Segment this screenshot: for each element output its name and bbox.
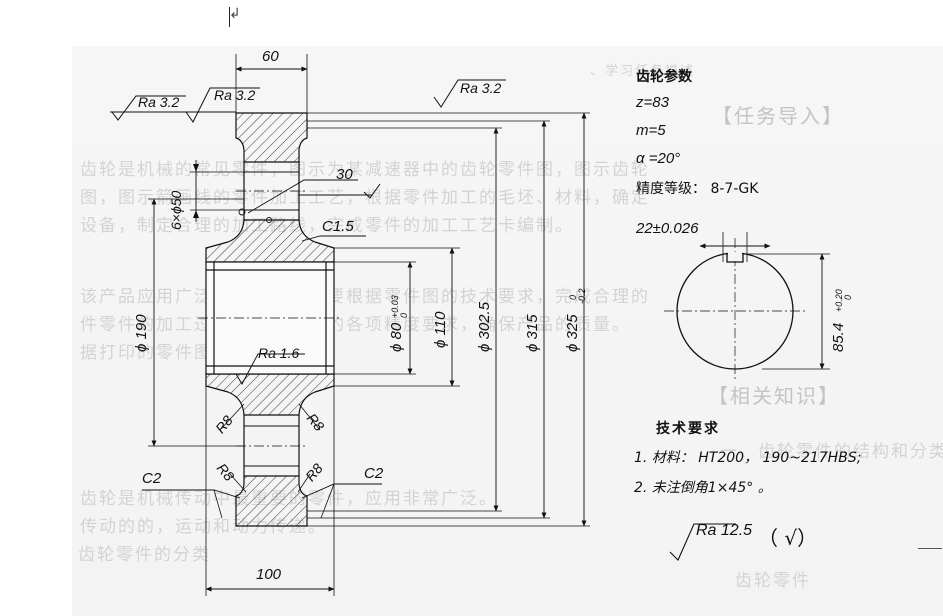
gear-param-m: m=5 (636, 122, 666, 139)
rim-bottom-section (235, 475, 308, 527)
keyway-depth-tol-lower: 0 (843, 294, 853, 300)
ra-left-2: Ra 3.2 (214, 87, 256, 103)
gear-param-alpha: α =20° (636, 150, 681, 167)
dim-bottom-width: 100 (256, 566, 282, 583)
dim-holes-6xphi50: 6×ϕ50 (168, 190, 184, 230)
dim-phi315: ϕ 315 (524, 314, 541, 352)
hub-top-section (205, 219, 335, 263)
tech-req-item-2: 2. 未注倒角1×45° 。 (634, 480, 772, 496)
keyway-width: 22±0.026 (636, 220, 699, 237)
dim-phi110: ϕ 110 (432, 311, 449, 348)
tech-req-title: 技术要求 (656, 421, 720, 437)
chamfer-c15: C1.5 (322, 218, 354, 235)
hub-bottom-section (205, 373, 335, 416)
keyway-depth-tol-upper: +0.20 (834, 289, 844, 312)
dim-phi80: ϕ 80 (388, 322, 405, 352)
gear-param-grade: 精度等级： 8-7-GK (636, 181, 759, 197)
gear-param-z: z=83 (636, 94, 669, 111)
keyway-depth: 85.4 (830, 322, 847, 352)
ghost-text-13: 齿轮零件 (735, 571, 811, 591)
rim-top-section (235, 112, 308, 163)
dim-top-width: 60 (262, 48, 279, 65)
dim-phi325-tol-lower: -0.2 (577, 288, 587, 304)
angle-30: 30 (336, 166, 353, 183)
margin-line (918, 548, 942, 549)
dim-phi325: ϕ 325 (564, 314, 581, 352)
ghost-text-9: 一、齿轮零件的结构和分类 (720, 442, 943, 462)
dim-phi190: ϕ 190 (133, 314, 150, 352)
dim-phi302-5: ϕ 302.5 (476, 301, 493, 352)
chamfer-c2-right: C2 (364, 465, 384, 482)
ghost-text-3: 图，图示箭画线的零件加工工艺，根据零件加工的毛坯、材料，确定 (80, 188, 650, 208)
dim-phi80-tol-lower: 0 (399, 312, 409, 318)
chamfer-c2-left: C2 (142, 470, 162, 487)
general-roughness-value: Ra 12.5 (696, 522, 753, 539)
ghost-text-1: 【任务导入】 (712, 104, 844, 128)
tech-req-item-1: 1. 材料： HT200， 190~217HBS; (634, 450, 862, 466)
ra-left-1: Ra 3.2 (138, 94, 180, 110)
ghost-text-2: 齿轮是机械的常见零件，图示为某减速器中的齿轮零件图，图示齿轮 (80, 160, 650, 180)
ghost-text-4: 设备，制定合理的加工路线，完成零件的加工工艺卡编制。 (80, 216, 574, 236)
general-roughness-bracket: （ √） (758, 526, 818, 550)
ghost-text-12: 齿轮零件的分类 (78, 545, 211, 565)
ra-right: Ra 3.2 (460, 80, 502, 96)
text-cursor (229, 7, 230, 27)
gear-params-title: 齿轮参数 (636, 69, 692, 85)
ghost-text-0: 、学习任务描述 (590, 64, 696, 79)
paragraph-mark: ↲ (229, 6, 241, 22)
ra-bore: Ra 1.6 (258, 345, 300, 361)
ghost-text-8: 【相关知识】 (708, 384, 840, 408)
